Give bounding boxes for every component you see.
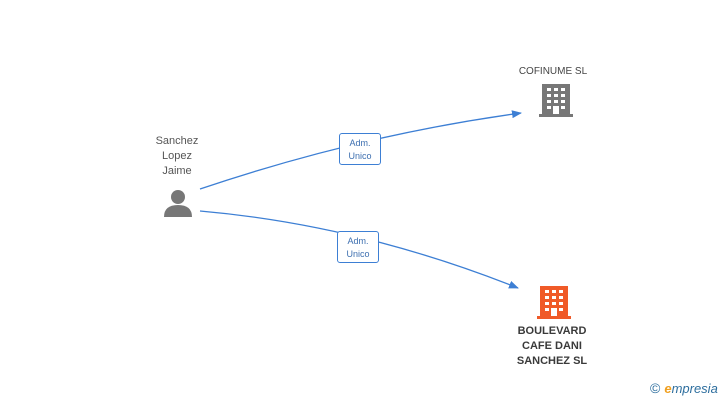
edge-label-line: Adm.: [349, 138, 371, 148]
building-icon[interactable]: [537, 284, 571, 320]
edge-label-line: Unico: [346, 249, 370, 259]
person-name-line: Sanchez: [155, 135, 199, 147]
company-name-line: CAFE DANI: [522, 340, 582, 352]
copyright-icon: ©: [650, 380, 661, 396]
edge-label-admin: Adm. Unico: [337, 231, 379, 263]
company-name-line: SANCHEZ SL: [516, 355, 588, 367]
company-name-cofinume[interactable]: COFINUME SL: [500, 64, 606, 79]
brand-logo: ©empresia: [650, 380, 718, 398]
company-name-line: BOULEVARD: [517, 325, 587, 337]
brand-initial: e: [664, 381, 672, 396]
building-icon[interactable]: [539, 82, 573, 118]
edge-label-admin: Adm. Unico: [339, 133, 381, 165]
brand-text: mpresia: [671, 381, 718, 396]
person-name-line: Lopez: [162, 150, 192, 162]
person-name-line: Jaime: [162, 165, 192, 177]
person-icon[interactable]: [163, 188, 193, 218]
edge-label-line: Adm.: [347, 236, 369, 246]
person-name[interactable]: Sanchez Lopez Jaime: [138, 134, 216, 179]
company-name-line: COFINUME SL: [518, 66, 588, 77]
edge-label-line: Unico: [348, 151, 372, 161]
company-name-boulevard[interactable]: BOULEVARD CAFE DANI SANCHEZ SL: [492, 324, 612, 369]
